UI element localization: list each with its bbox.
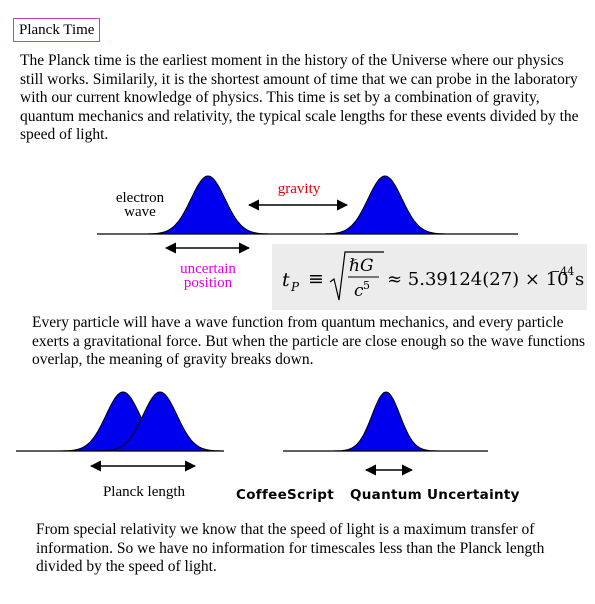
formula-lhs-subscript: P [290,280,300,294]
wave-packet-right [325,175,445,235]
label-wave: wave [124,204,156,220]
intro-paragraph: The Planck time is the earliest moment i… [20,52,579,143]
formula-lhs: t [282,269,290,291]
formula-graphic: t P ≡ ℏG c 5 ≈ 5.39124(27) × 10 −44 s [282,251,584,301]
label-position: position [183,275,233,291]
formula-numerator: ℏG [349,256,374,276]
label-planck-length: Planck length [102,484,186,500]
label-gravity: gravity [277,181,321,197]
formula-unit: s [575,269,584,290]
formula-denominator-exponent: 5 [363,279,370,292]
planck-time-formula: t P ≡ ℏG c 5 ≈ 5.39124(27) × 10 −44 s [272,244,587,310]
label-uncertain: uncertain [180,261,236,277]
formula-approx-value: ≈ 5.39124(27) × 10 [387,269,569,290]
sqrt-radical [329,251,384,301]
label-quantum-uncertainty: Quantum Uncertainty [350,487,520,503]
formula-exponent: −44 [551,265,574,278]
middle-paragraph: Every particle will have a wave function… [32,314,586,368]
label-coffeescript: CoffeeScript [236,487,334,503]
wave-packet-left [148,175,268,235]
label-electron: electron [115,190,165,206]
wave-packet-single [334,391,438,452]
formula-denominator: c [354,281,364,301]
formula-equiv: ≡ [308,268,324,290]
closing-paragraph: From special relativity we know that the… [36,521,545,575]
page-title: Planck Time [13,18,101,42]
wave-packet-overlap-right [98,391,222,452]
